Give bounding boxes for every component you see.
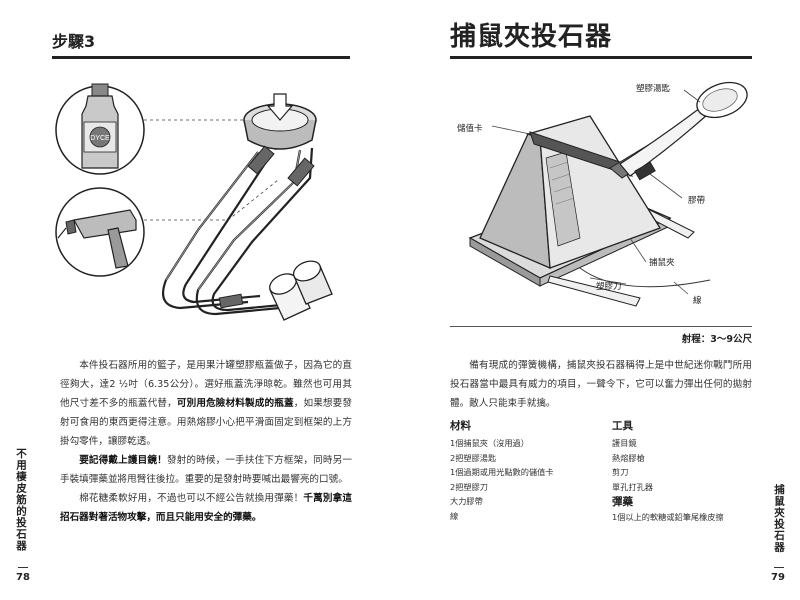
bottle-cap-basket-icon <box>243 93 317 150</box>
left-page-number-tick <box>18 567 28 568</box>
list-item: 大力膠帶 <box>450 496 483 506</box>
page-title: 捕鼠夾投石器 <box>450 22 613 52</box>
callout-knife: 塑膠刀 <box>596 282 622 292</box>
list-item: 1個以上的軟糖或鉛筆尾橡皮擦 <box>612 512 724 522</box>
tools-heading: 工具 <box>612 420 633 432</box>
list-item: 線 <box>450 510 459 521</box>
right-page-number-tick <box>774 567 784 568</box>
left-body-text: 本件投石器所用的籃子，是用果汁罐塑膠瓶蓋做子，因為它的直徑夠大，達2 ½吋（6.… <box>60 356 352 527</box>
right-intro-text: 備有現成的彈簧機構，捕鼠夾投石器稱得上是中世紀迷你戰鬥所用投石器當中最具有威力的… <box>450 356 752 413</box>
bottle-label: DYCE <box>90 135 110 142</box>
right-page-number: 79 <box>771 572 785 583</box>
range-label: 射程：3〜9公尺 <box>681 334 752 345</box>
callout-trap: 捕鼠夾 <box>649 258 675 268</box>
range-rule <box>450 326 752 327</box>
ammo-heading: 彈藥 <box>612 496 633 508</box>
step-title: 步驟3 <box>52 32 96 51</box>
list-item: 剪刀 <box>612 467 629 477</box>
right-side-label: 捕鼠夾投石器 <box>773 484 785 553</box>
callout-spoon: 塑膠湯匙 <box>636 84 671 94</box>
materials-list: 1個捕鼠夾（沒用過） 2把塑膠湯匙 1個過期或用光點數的儲值卡 2把塑膠刀 大力… <box>450 436 553 523</box>
left-side-label: 不用棲皮筋的投石器 <box>15 448 27 552</box>
mousetrap-catapult-illustration <box>450 68 760 324</box>
callout-string: 線 <box>693 296 702 306</box>
marshmallow-icon <box>269 260 333 321</box>
tools-list: 護目鏡 熱熔膠槍 剪刀 單孔打孔器 <box>612 436 653 494</box>
list-item: 熱熔膠槍 <box>612 452 645 463</box>
wire-frame-icon <box>162 147 314 316</box>
ammo-list: 1個以上的軟糖或鉛筆尾橡皮擦 <box>612 510 724 525</box>
title-rule-left <box>52 56 350 59</box>
glue-gun-icon <box>55 187 145 277</box>
paragraph-2: 要記得戴上護目鏡！發射的時候，一手扶住下方框架，同時另一手裝填彈藥並將甩臂往後拉… <box>60 455 353 485</box>
materials-heading: 材料 <box>450 420 471 432</box>
paragraph-3: 棉花糖柔軟好用，不過也可以不經公告就換用彈藥！千萬別拿這招石器對著活物攻擊，而且… <box>60 493 353 523</box>
paragraph-1: 本件投石器所用的籃子，是用果汁罐塑膠瓶蓋做子，因為它的直徑夠大，達2 ½吋（6.… <box>60 360 353 447</box>
callout-rubber-band: 膠帶 <box>688 196 706 206</box>
intro-paragraph: 備有現成的彈簧機構，捕鼠夾投石器稱得上是中世紀迷你戰鬥所用投石器當中最具有威力的… <box>450 360 752 409</box>
catapult-basket-illustration: DYCE <box>48 70 358 340</box>
card-frame-icon <box>479 115 661 270</box>
list-item: 2把塑膠湯匙 <box>450 452 497 463</box>
list-item: 護目鏡 <box>612 438 637 448</box>
juice-bottle-icon: DYCE <box>55 83 145 175</box>
list-item: 1個捕鼠夾（沒用過） <box>450 438 529 448</box>
left-page-number: 78 <box>16 572 30 583</box>
list-item: 2把塑膠刀 <box>450 481 488 492</box>
plastic-spoon-icon <box>619 81 748 177</box>
callout-card: 儲值卡 <box>457 124 483 134</box>
tape-icon <box>634 161 656 181</box>
title-rule-right <box>450 56 752 59</box>
list-item: 單孔打孔器 <box>612 481 653 492</box>
list-item: 1個過期或用光點數的儲值卡 <box>450 467 554 477</box>
